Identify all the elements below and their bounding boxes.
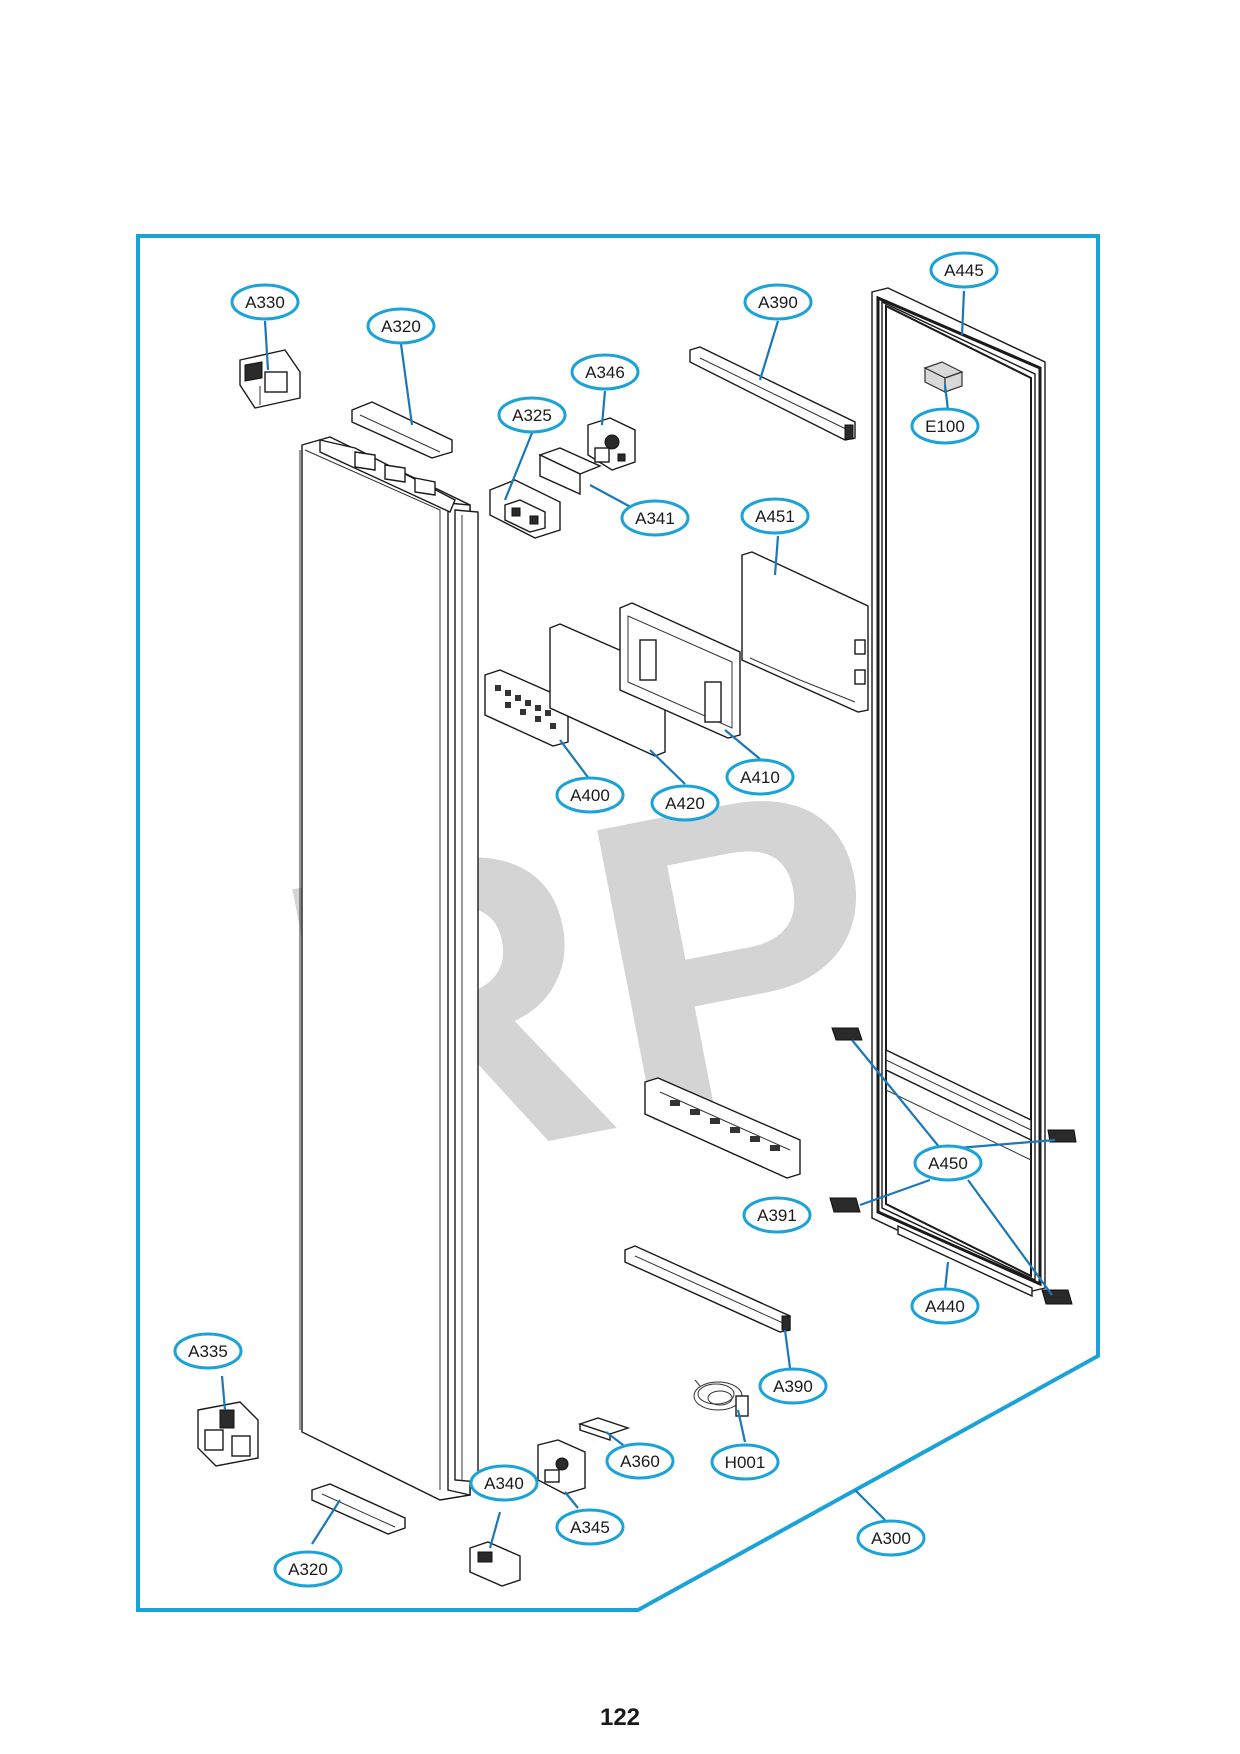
callout-a360-label: A360 (620, 1452, 660, 1471)
a440-part (897, 1224, 1033, 1298)
a420-part (549, 623, 666, 757)
a445-part (871, 287, 1046, 1293)
a451-part (741, 551, 869, 713)
callout-a410-label: A410 (740, 768, 780, 787)
leader-lines (220, 290, 1056, 1549)
callout-a391[interactable]: A391 (742, 1196, 812, 1234)
callout-a340[interactable]: A340 (469, 1464, 539, 1502)
callout-a451[interactable]: A451 (740, 497, 810, 535)
callout-a340-label: A340 (484, 1474, 524, 1493)
callout-a390-top-label: A390 (758, 293, 798, 312)
callout-a345[interactable]: A345 (555, 1508, 625, 1546)
callout-a335[interactable]: A335 (173, 1332, 243, 1370)
a346-part (587, 417, 636, 471)
callout-a341-label: A341 (635, 509, 675, 528)
callout-a346[interactable]: A346 (570, 353, 640, 391)
callout-a440-label: A440 (925, 1297, 965, 1316)
callout-a400-label: A400 (570, 786, 610, 805)
callout-a346-label: A346 (585, 363, 625, 382)
callout-a320-top-label: A320 (381, 317, 421, 336)
callout-a390-bottom-label: A390 (773, 1377, 813, 1396)
callout-a420[interactable]: A420 (650, 784, 720, 822)
callout-a400[interactable]: A400 (555, 776, 625, 814)
callout-a445-label: A445 (944, 261, 984, 280)
a325-part (489, 479, 561, 539)
a360-part (577, 1417, 631, 1441)
callout-e100-label: E100 (925, 417, 965, 436)
a390-top-part (689, 346, 856, 441)
callout-a341[interactable]: A341 (620, 499, 690, 537)
callout-a320-bottom[interactable]: A320 (273, 1550, 343, 1588)
callout-h001[interactable]: H001 (710, 1443, 780, 1481)
callout-a451-label: A451 (755, 507, 795, 526)
a341-part (538, 447, 602, 496)
callout-a320-bottom-label: A320 (288, 1560, 328, 1579)
a391-part (644, 1077, 801, 1179)
callout-a450[interactable]: A450 (913, 1144, 983, 1182)
callout-a410[interactable]: A410 (725, 758, 795, 796)
assembly-frame (136, 234, 1100, 1612)
a450-part (829, 1027, 1077, 1305)
a330-part (239, 349, 301, 409)
a320-top-part (351, 401, 453, 459)
callout-a300-label: A300 (871, 1529, 911, 1548)
callout-a320-top[interactable]: A320 (366, 307, 436, 345)
page-number: 122 (599, 1704, 641, 1731)
a340-part (469, 1541, 521, 1587)
callout-a300[interactable]: A300 (856, 1519, 926, 1557)
door-panel (299, 436, 479, 1501)
a390-bottom-part (624, 1245, 791, 1333)
callout-e100[interactable]: E100 (910, 407, 980, 445)
callout-a330-label: A330 (245, 293, 285, 312)
callout-h001-label: H001 (725, 1453, 766, 1472)
a320-bottom-part (311, 1483, 406, 1535)
callout-a335-label: A335 (188, 1342, 228, 1361)
callout-a440[interactable]: A440 (910, 1287, 980, 1325)
callout-a345-label: A345 (570, 1518, 610, 1537)
callout-a445[interactable]: A445 (929, 251, 999, 289)
callout-a390-top[interactable]: A390 (743, 283, 813, 321)
a410-part (619, 602, 741, 739)
callout-a325-label: A325 (512, 406, 552, 425)
callout-a325[interactable]: A325 (497, 396, 567, 434)
h001-part (693, 1379, 749, 1417)
a400-part (484, 669, 569, 747)
callout-a360[interactable]: A360 (605, 1442, 675, 1480)
callout-a330[interactable]: A330 (230, 283, 300, 321)
callout-a450-label: A450 (928, 1154, 968, 1173)
callout-a391-label: A391 (757, 1206, 797, 1225)
callout-a420-label: A420 (665, 794, 705, 813)
a335-part (197, 1401, 259, 1467)
a345-part (537, 1439, 586, 1495)
callout-a390-bottom[interactable]: A390 (758, 1367, 828, 1405)
